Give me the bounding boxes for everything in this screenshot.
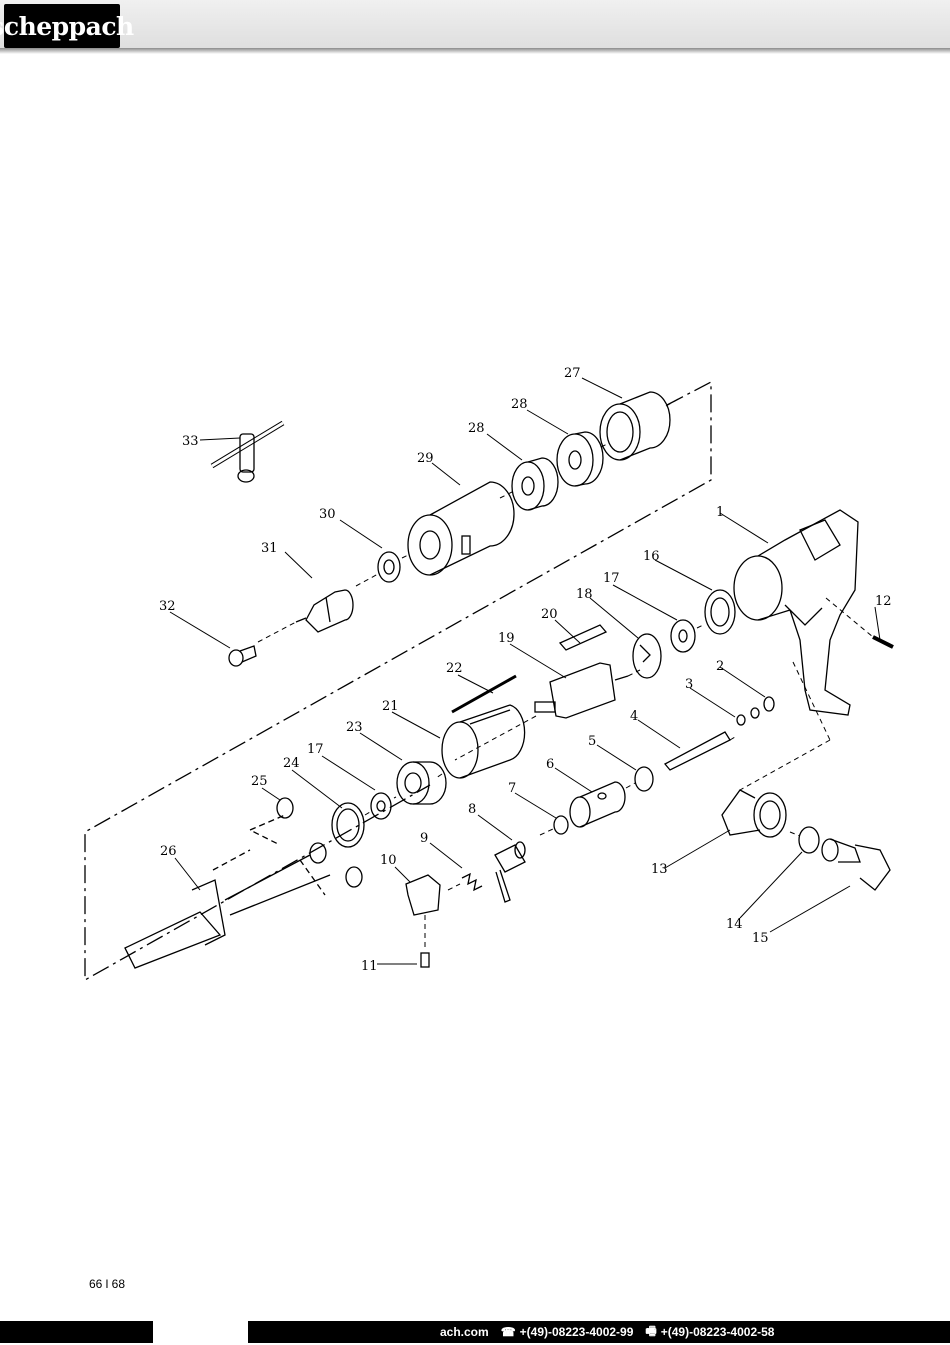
part-17-lower <box>370 792 392 820</box>
part-label: 29 <box>417 451 434 466</box>
part-20 <box>558 624 608 651</box>
header-divider <box>0 48 950 54</box>
part-label: 10 <box>380 853 397 868</box>
footer-fax: +(49)-08223-4002-58 <box>660 1325 775 1339</box>
fax-icon: 🖷 <box>645 1323 657 1338</box>
page-footer: ach.com ☎ +(49)-08223-4002-99 🖷 +(49)-08… <box>0 1321 950 1345</box>
part-25-gears <box>276 797 363 888</box>
part-label: 8 <box>468 802 476 817</box>
part-label: 16 <box>643 549 660 564</box>
brand-logo: scheppach <box>0 4 134 48</box>
page-header <box>0 0 950 50</box>
part-29 <box>407 481 515 576</box>
part-label: 32 <box>159 599 176 614</box>
part-label: 12 <box>875 594 892 609</box>
part-label: 1 <box>716 505 724 520</box>
part-32 <box>228 645 257 667</box>
part-label: 5 <box>588 734 596 749</box>
part-label: 30 <box>319 507 336 522</box>
part-label: 22 <box>446 661 463 676</box>
part-label: 7 <box>508 781 516 796</box>
part-label: 28 <box>511 397 528 412</box>
part-11 <box>420 952 430 968</box>
part-label: 24 <box>283 756 300 771</box>
page-number: 66 l 68 <box>89 1277 126 1291</box>
part-23 <box>396 761 447 805</box>
part-6 <box>569 781 626 828</box>
part-label: 31 <box>261 541 278 556</box>
part-15 <box>821 838 891 891</box>
part-3 <box>736 707 760 726</box>
part-label: 33 <box>182 434 199 449</box>
part-28-a <box>556 431 604 487</box>
footer-phone: +(49)-08223-4002-99 <box>519 1325 634 1339</box>
assembly-boundary <box>84 380 712 982</box>
part-label: 23 <box>346 720 363 735</box>
part-label: 3 <box>685 677 693 692</box>
part-31 <box>295 589 354 633</box>
part-label: 20 <box>541 607 558 622</box>
part-1-housing <box>733 509 859 716</box>
footer-website[interactable]: ach.com <box>440 1325 489 1339</box>
part-13 <box>721 789 787 838</box>
part-chuck-key <box>210 420 285 483</box>
part-label: 4 <box>630 709 638 724</box>
part-19-rotor <box>534 662 629 719</box>
part-label: 13 <box>651 862 668 877</box>
part-label: 15 <box>752 931 769 946</box>
phone-icon: ☎ <box>500 1325 516 1339</box>
part-label: 19 <box>498 631 515 646</box>
part-label: 17 <box>307 742 324 757</box>
part-26-spindle <box>124 814 331 969</box>
part-12 <box>872 635 894 649</box>
part-label: 6 <box>546 757 554 772</box>
brand-logo-text: scheppach <box>0 11 134 41</box>
footer-bar-right <box>248 1321 950 1343</box>
part-label: 17 <box>603 571 620 586</box>
footer-bar-left <box>0 1321 153 1343</box>
part-label: 28 <box>468 421 485 436</box>
part-18 <box>632 633 662 679</box>
part-label: 18 <box>576 587 593 602</box>
part-9 <box>461 872 483 892</box>
part-30 <box>377 551 401 583</box>
part-24 <box>331 802 365 848</box>
part-5 <box>634 766 654 792</box>
part-17-upper <box>670 619 696 653</box>
part-label: 11 <box>361 959 378 974</box>
part-label: 21 <box>382 699 399 714</box>
part-7 <box>553 815 569 835</box>
part-14 <box>798 826 820 854</box>
part-label: 25 <box>251 774 268 789</box>
part-10 <box>405 874 441 916</box>
part-label: 26 <box>160 844 177 859</box>
footer-contact: ach.com ☎ +(49)-08223-4002-99 🖷 +(49)-08… <box>248 1321 950 1343</box>
part-2 <box>763 696 775 712</box>
part-8 <box>494 841 526 903</box>
part-label: 9 <box>420 831 428 846</box>
part-28-b <box>511 457 559 511</box>
part-22 <box>451 674 517 714</box>
part-4 <box>663 731 731 771</box>
part-label: 2 <box>716 659 724 674</box>
part-21-cylinder <box>441 704 526 779</box>
part-label: 27 <box>564 366 581 381</box>
part-27 <box>599 391 671 461</box>
part-16 <box>704 589 736 635</box>
part-label: 14 <box>726 917 743 932</box>
